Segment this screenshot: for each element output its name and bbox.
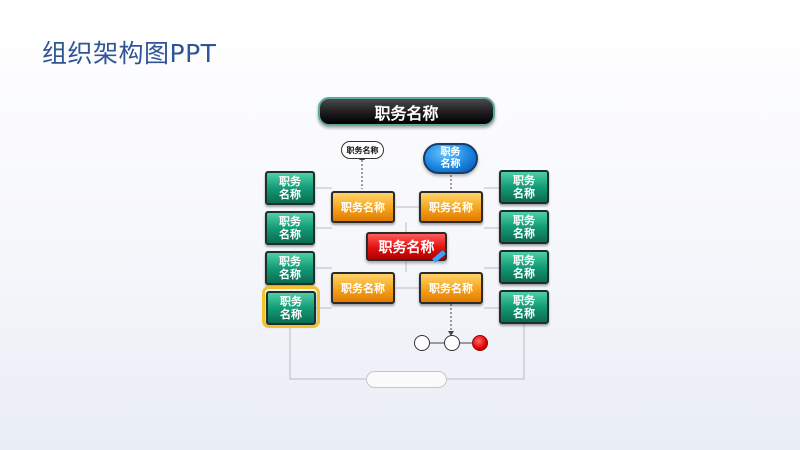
selection-highlight (262, 286, 320, 328)
right-position-label: 职务 名称 (513, 254, 535, 280)
center-position-box[interactable]: 职务名称 (366, 232, 447, 261)
red-node-circle[interactable] (472, 335, 488, 351)
right-position-box[interactable]: 职务 名称 (499, 210, 549, 244)
top-position-box[interactable]: 职务名称 (318, 97, 495, 126)
left-position-label: 职务 名称 (280, 295, 302, 321)
right-position-box[interactable]: 职务 名称 (499, 250, 549, 284)
left-position-box[interactable]: 职务 名称 (265, 211, 315, 245)
empty-node-circle[interactable] (444, 335, 460, 351)
orange-position-box[interactable]: 职务名称 (419, 272, 483, 304)
left-position-box[interactable]: 职务 名称 (265, 251, 315, 285)
right-position-box[interactable]: 职务 名称 (499, 290, 549, 324)
left-position-box[interactable]: 职务 名称 (266, 291, 316, 325)
connector (289, 328, 366, 380)
empty-pill-box[interactable] (366, 371, 447, 388)
empty-node-circle[interactable] (414, 335, 430, 351)
right-position-box[interactable]: 职务 名称 (499, 170, 549, 204)
small-position-pill[interactable]: 职务名称 (341, 141, 384, 159)
left-position-label: 职务 名称 (279, 215, 301, 241)
orange-position-box[interactable]: 职务名称 (419, 191, 483, 223)
left-position-label: 职务 名称 (279, 175, 301, 201)
right-position-label: 职务 名称 (513, 214, 535, 240)
arrow-down-icon (448, 331, 454, 336)
left-position-box[interactable]: 职务 名称 (265, 171, 315, 205)
orange-position-box[interactable]: 职务名称 (331, 191, 395, 223)
orange-position-box[interactable]: 职务名称 (331, 272, 395, 304)
page-title: 组织架构图PPT (42, 39, 217, 68)
right-position-label: 职务 名称 (513, 174, 535, 200)
left-position-label: 职务 名称 (279, 255, 301, 281)
right-position-label: 职务 名称 (513, 294, 535, 320)
connector (447, 324, 525, 380)
blue-position-oval[interactable]: 职务 名称 (423, 143, 478, 174)
blue-oval-label: 职务 名称 (440, 146, 461, 170)
